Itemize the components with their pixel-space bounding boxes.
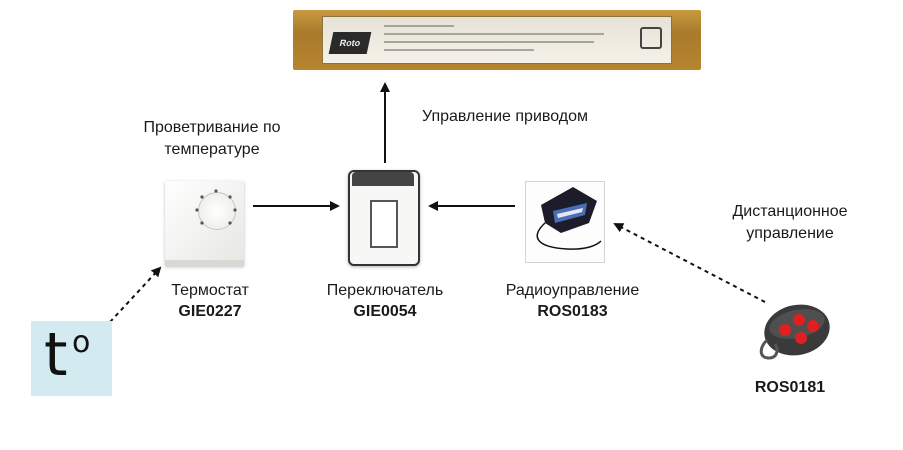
dial-ticks-icon xyxy=(195,189,237,225)
switch-name: Переключатель xyxy=(326,282,444,299)
ventilation-label-line2: температуре xyxy=(164,141,260,158)
drive-symbol-icon xyxy=(640,27,662,49)
remote-control-label-line1: Дистанционное xyxy=(732,203,848,220)
thermostat-code: GIE0227 xyxy=(178,303,242,320)
drive-control-label: Управление приводом xyxy=(422,108,588,125)
nameplate-text-line xyxy=(384,49,534,51)
ventilation-label-line1: Проветривание по xyxy=(143,119,281,136)
nameplate-text-line xyxy=(384,25,454,27)
drive-nameplate xyxy=(322,16,672,64)
switch-code: GIE0054 xyxy=(353,303,417,320)
radio-code: ROS0183 xyxy=(537,303,608,320)
switch-rocker xyxy=(370,200,398,248)
radio-receiver-icon xyxy=(536,187,602,250)
degree-mark: o xyxy=(72,325,91,360)
remote-control-icon xyxy=(759,304,830,360)
nameplate-text-line xyxy=(384,33,604,35)
temperature-letter: t xyxy=(44,320,68,390)
nameplate-text-line xyxy=(384,41,594,43)
remote-control-label-line2: управление xyxy=(746,225,834,242)
switch-image xyxy=(348,170,420,266)
temperature-symbol-box xyxy=(31,321,112,396)
radio-name: Радиоуправление xyxy=(505,282,640,299)
thermostat-name: Термостат xyxy=(171,282,249,299)
remote-code: ROS0181 xyxy=(754,379,826,396)
switch-cover xyxy=(352,172,414,186)
